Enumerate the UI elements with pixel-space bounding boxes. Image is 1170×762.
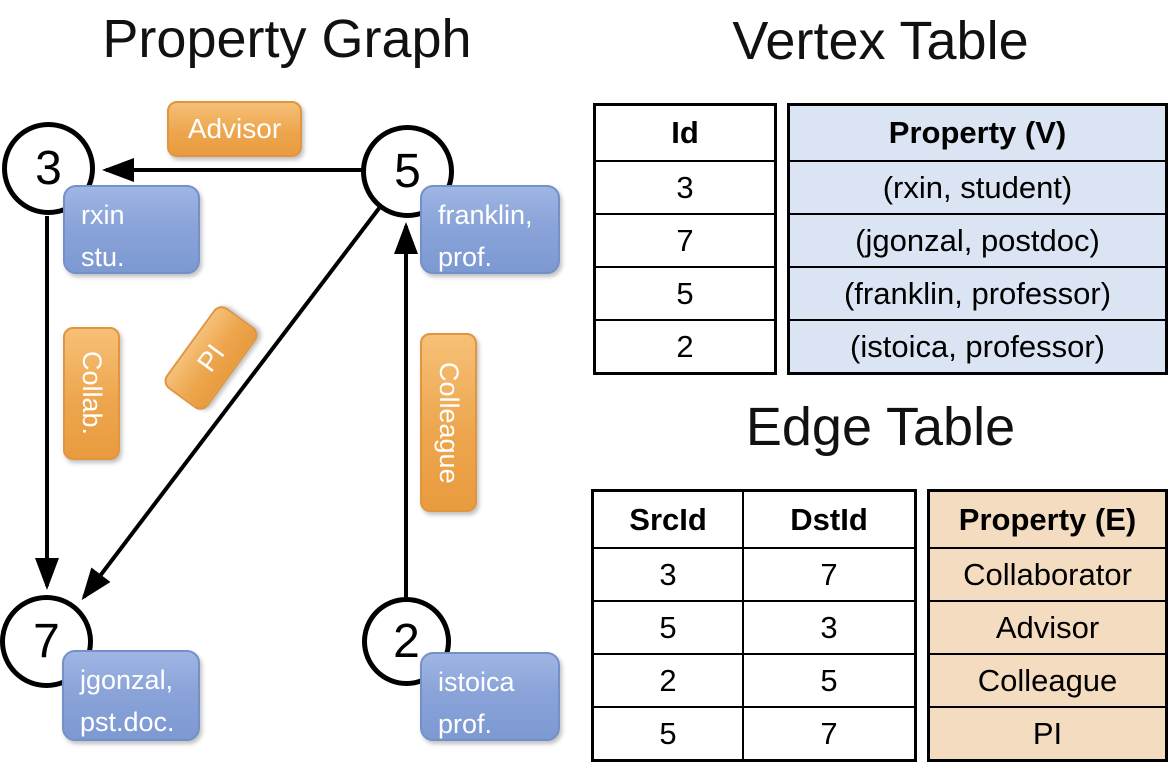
vertex-table-id-cell: 5 <box>596 266 774 319</box>
edge-table-srcid-header: SrcId <box>594 492 745 547</box>
edge-label-colleague-text: Colleague <box>434 361 464 484</box>
vertex-table-property-cell: (franklin, professor) <box>790 266 1165 319</box>
vertex-node-3-id: 3 <box>35 142 62 195</box>
edge-table-id-header-row: SrcId DstId <box>594 492 914 547</box>
vertex-table-property-cell: (jgonzal, postdoc) <box>790 213 1165 266</box>
vertex-node-2: 2 <box>362 597 451 686</box>
vertex-table-id-cell: 7 <box>596 213 774 266</box>
edge-label-collab-text: Collab. <box>77 351 107 436</box>
vertex-property-2-line2: prof. <box>438 708 493 739</box>
edge-table-property-cell: Collaborator <box>930 547 1165 600</box>
edge-table-dstid-cell: 5 <box>820 662 838 698</box>
edge-pi-5-to-7 <box>81 205 382 601</box>
edge-table-srcid-cell: 5 <box>594 708 745 759</box>
vertex-table-property-cell: (istoica, professor) <box>790 319 1165 372</box>
vertex-table-title: Vertex Table <box>732 11 1029 71</box>
vertex-property-5-line1: franklin, <box>438 200 533 230</box>
vertex-table-property-header: Property (V) <box>888 115 1067 150</box>
edge-table-id-row: 5 7 <box>594 706 914 759</box>
edge-table-srcid-cell: 3 <box>594 549 745 600</box>
vertex-property-callout-7: jgonzal, pst.doc. <box>62 650 200 741</box>
edge-label-advisor-text: Advisor <box>187 113 282 144</box>
edge-table-srcid-cell: 2 <box>594 655 745 706</box>
vertex-table-id-header: Id <box>671 115 699 150</box>
edge-table-id-row: 5 3 <box>594 600 914 653</box>
edge-table-dstid-cell: 7 <box>820 556 838 592</box>
edge-table-property-cell: Colleague <box>930 653 1165 706</box>
edge-table-title: Edge Table <box>745 397 1016 457</box>
edge-label-collab: Collab. <box>63 327 120 460</box>
vertex-table-property-cell: (rxin, student) <box>790 160 1165 213</box>
edge-label-colleague: Colleague <box>420 333 477 512</box>
edge-table-property-cell: PI <box>930 706 1165 759</box>
edge-table-dstid-header: DstId <box>790 501 868 537</box>
property-graph-panel: Property Graph 3 5 7 2 rxin stu. frankli… <box>0 0 585 760</box>
vertex-node-7-id: 7 <box>33 615 60 668</box>
edge-table-id-row: 2 5 <box>594 653 914 706</box>
vertex-property-3-line1: rxin <box>81 200 125 230</box>
vertex-property-7-line1: jgonzal, <box>80 665 174 695</box>
edge-table-id-row: 3 7 <box>594 547 914 600</box>
vertex-property-callout-3: rxin stu. <box>63 185 200 274</box>
vertex-node-5: 5 <box>361 125 454 218</box>
vertex-table-id-cell: 3 <box>596 160 774 213</box>
edge-table-dstid-cell: 3 <box>820 609 838 645</box>
vertex-table-id-column: Id 3 7 5 2 <box>593 103 777 375</box>
edge-table-dstid-cell: 7 <box>820 715 838 751</box>
vertex-table-id-cell: 2 <box>596 319 774 372</box>
edge-table-property-column: Property (E) Collaborator Advisor Collea… <box>927 489 1168 762</box>
property-graph-title: Property Graph <box>102 9 472 69</box>
vertex-property-5-line2: prof. <box>438 241 493 272</box>
vertex-property-7-line2: pst.doc. <box>80 706 175 737</box>
edge-label-advisor: Advisor <box>167 101 302 157</box>
vertex-table-property-column: Property (V) (rxin, student) (jgonzal, p… <box>787 103 1168 375</box>
vertex-property-3-line2: stu. <box>81 241 125 272</box>
edge-label-pi-text: PI <box>190 338 231 377</box>
vertex-node-5-id: 5 <box>394 145 421 198</box>
edge-table-id-columns: SrcId DstId 3 7 5 3 2 5 5 7 <box>591 489 917 762</box>
graph-edges <box>35 158 418 601</box>
edge-table-property-header: Property (E) <box>958 501 1137 537</box>
vertex-node-2-id: 2 <box>393 615 420 668</box>
edge-table-property-cell: Advisor <box>930 600 1165 653</box>
edge-table-srcid-cell: 5 <box>594 602 745 653</box>
vertex-property-callout-5: franklin, prof. <box>420 185 560 274</box>
vertex-property-callout-2: istoica prof. <box>420 652 560 741</box>
vertex-property-2-line1: istoica <box>438 667 515 697</box>
